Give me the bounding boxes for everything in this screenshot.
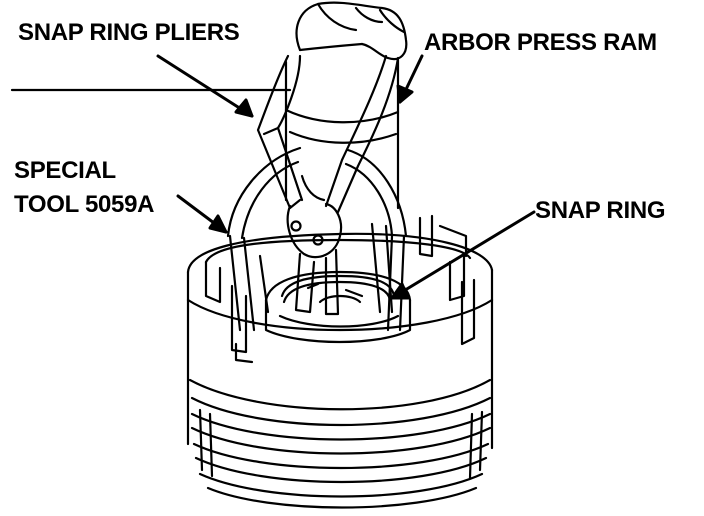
snap-ring-arrowhead (390, 282, 410, 300)
label-special-tool-line2: TOOL 5059A (14, 191, 155, 218)
callout-arrows (156, 54, 536, 300)
label-snap-ring: SNAP RING (535, 197, 666, 224)
label-snap-ring-pliers: SNAP RING PLIERS (18, 19, 240, 46)
snap-ring-leader-line (390, 210, 536, 300)
hand-illustration (295, 1, 408, 61)
label-arbor-press-ram: ARBOR PRESS RAM (424, 29, 657, 56)
tool-arrowhead (208, 214, 228, 234)
arbor-press-ram (284, 58, 400, 210)
pliers-leader-line (156, 54, 254, 118)
clutch-drum (186, 214, 494, 509)
ram-arrowhead (396, 84, 414, 104)
special-tool-5059a (226, 146, 408, 332)
label-special-tool-line1: SPECIAL (14, 157, 116, 184)
snap-ring-pliers (256, 54, 400, 316)
pliers-arrowhead (234, 98, 254, 118)
